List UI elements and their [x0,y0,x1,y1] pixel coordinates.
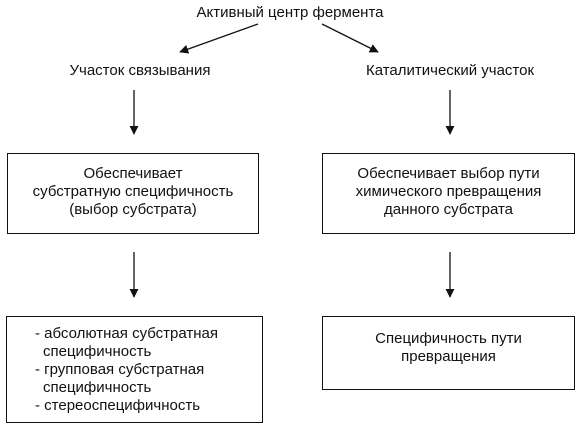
catalytic-result-line: Специфичность пути [375,330,522,347]
binding-result-line: специфичность [43,343,152,360]
binding-function-line: (выбор субстрата) [69,201,197,218]
root-label: Активный центр фермента [196,4,384,21]
binding-result-box: - абсолютная субстратная специфичность -… [6,316,263,423]
catalytic-function-line: Обеспечивает выбор пути [357,165,540,182]
arrow-root-to-catalytic-site [321,23,379,53]
binding-result-line: - групповая субстратная [35,361,205,378]
binding-function-line: субстратную специфичность [32,183,234,200]
catalytic-site-label: Каталитический участок [365,62,535,79]
binding-result-line: - стереоспецифичность [35,397,201,414]
catalytic-function-line: данного субстрата [383,201,514,218]
binding-result-line: - абсолютная субстратная [35,325,219,342]
arrow-root-to-binding-site [179,23,259,54]
binding-function-box: Обеспечивает субстратную специфичность (… [7,153,259,234]
binding-result-line: специфичность [43,379,152,396]
catalytic-result-line: превращения [401,348,496,365]
catalytic-function-line: химического превращения [355,183,542,200]
catalytic-function-box: Обеспечивает выбор пути химического прев… [322,153,575,234]
binding-site-label: Участок связывания [69,62,211,79]
binding-function-line: Обеспечивает [83,165,183,182]
catalytic-result-box: Специфичность пути превращения [322,316,575,390]
